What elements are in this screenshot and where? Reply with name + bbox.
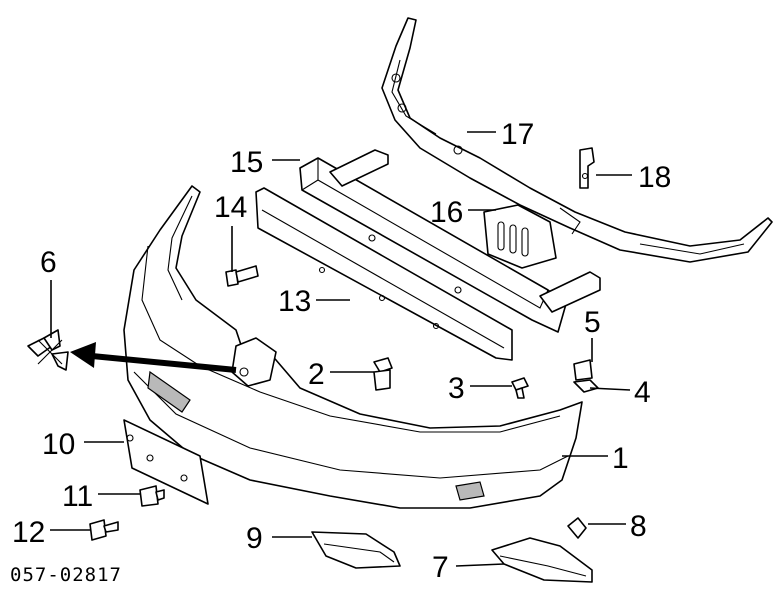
callout-12: 12	[12, 516, 45, 549]
part-11-screw	[139, 485, 165, 507]
callout-14: 14	[214, 191, 247, 224]
part-10-plate-bracket	[123, 419, 209, 505]
part-15-reinforcement	[299, 149, 601, 333]
part-5-retainer	[573, 359, 593, 381]
callout-13: 13	[278, 285, 311, 318]
part-6-emblem	[27, 329, 69, 371]
part-3-fastener	[511, 377, 529, 399]
part-8-nut	[567, 517, 587, 539]
part-16-absorber	[483, 204, 557, 269]
part-12-screw	[89, 519, 119, 541]
part-18-bracket	[579, 147, 595, 189]
callout-15: 15	[230, 146, 263, 179]
callout-18: 18	[638, 161, 671, 194]
part-2-clip	[373, 357, 393, 391]
part-7-reflector-right	[491, 537, 593, 583]
callout-16: 16	[430, 196, 463, 229]
part-13-foam	[255, 187, 513, 361]
callout-1: 1	[612, 442, 629, 475]
callout-8: 8	[630, 510, 647, 543]
part-4-clip	[573, 379, 599, 393]
callout-2: 2	[308, 358, 325, 391]
part-14-bolt	[225, 265, 259, 287]
callout-17: 17	[501, 118, 534, 151]
diagram-code: 057-02817	[10, 564, 122, 586]
part-17-upper-rail	[381, 17, 773, 263]
callout-10: 10	[42, 428, 75, 461]
callout-5: 5	[584, 306, 601, 339]
emblem-location-arrow	[70, 342, 237, 373]
callout-9: 9	[246, 522, 263, 555]
callout-11: 11	[62, 480, 93, 513]
callout-3: 3	[448, 372, 465, 405]
callout-4: 4	[634, 376, 651, 409]
callout-7: 7	[432, 551, 449, 584]
callout-6: 6	[40, 246, 57, 279]
leader-lines	[50, 131, 632, 567]
part-1-bumper-cover	[123, 185, 583, 509]
part-9-reflector-left	[311, 531, 401, 569]
